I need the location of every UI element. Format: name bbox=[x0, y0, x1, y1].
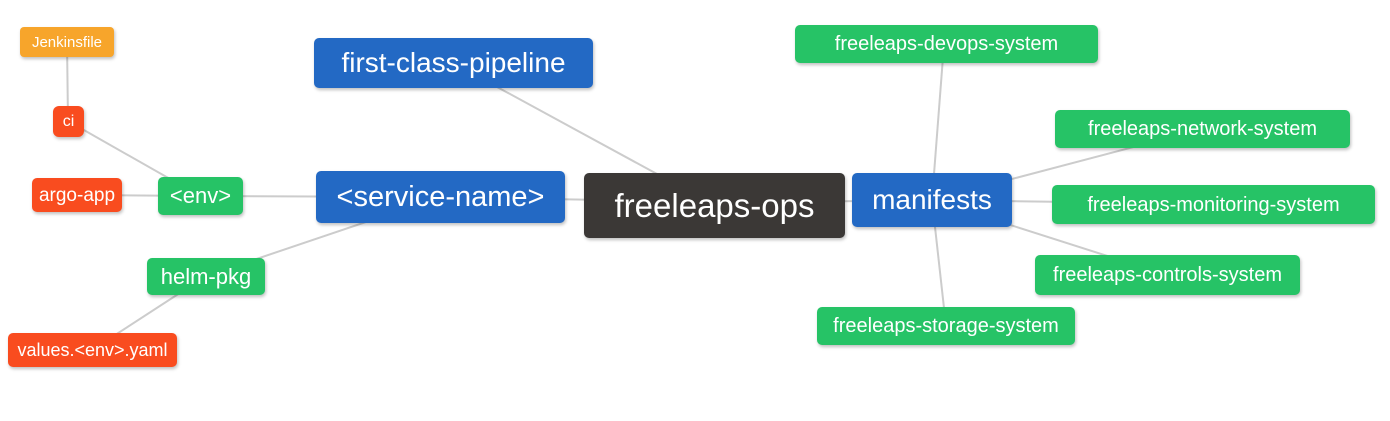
node-freeleaps-ops[interactable]: freeleaps-ops bbox=[584, 173, 845, 238]
node-manifests[interactable]: manifests bbox=[852, 173, 1012, 227]
node-values-env-yaml[interactable]: values.<env>.yaml bbox=[8, 333, 177, 367]
node-argo-app[interactable]: argo-app bbox=[32, 178, 122, 212]
node-helm-pkg[interactable]: helm-pkg bbox=[147, 258, 265, 295]
node-ci[interactable]: ci bbox=[53, 106, 84, 137]
node-env[interactable]: <env> bbox=[158, 177, 243, 215]
node-monitoring-system[interactable]: freeleaps-monitoring-system bbox=[1052, 185, 1375, 224]
node-first-class-pipeline[interactable]: first-class-pipeline bbox=[314, 38, 593, 88]
node-controls-system[interactable]: freeleaps-controls-system bbox=[1035, 255, 1300, 295]
node-service-name[interactable]: <service-name> bbox=[316, 171, 565, 223]
node-network-system[interactable]: freeleaps-network-system bbox=[1055, 110, 1350, 148]
node-storage-system[interactable]: freeleaps-storage-system bbox=[817, 307, 1075, 345]
node-jenkinsfile[interactable]: Jenkinsfile bbox=[20, 27, 114, 57]
node-devops-system[interactable]: freeleaps-devops-system bbox=[795, 25, 1098, 63]
